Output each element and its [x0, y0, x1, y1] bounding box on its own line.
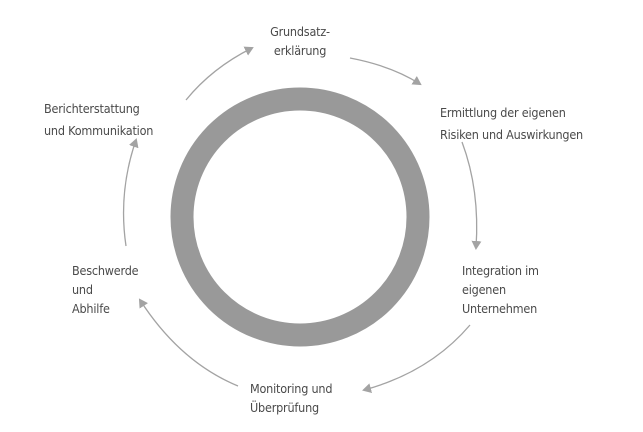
label-line: Integration im: [462, 263, 539, 278]
label-line: Berichterstattung: [44, 101, 140, 116]
label-line: und Kommunikation: [44, 123, 154, 138]
center-ring: [170, 87, 430, 347]
step-complaints: Beschwerde und Abhilfe: [72, 261, 139, 318]
label-line: und: [72, 282, 93, 297]
label-line: Grundsatz-: [270, 24, 330, 39]
label-line: Überprüfung: [250, 400, 319, 415]
label-line: eigenen: [462, 282, 506, 297]
step-integration: Integration im eigenen Unternehmen: [462, 261, 539, 318]
arrow-3: [461, 141, 482, 250]
step-monitoring: Monitoring und Überprüfung: [250, 379, 333, 417]
arrow-1: [185, 46, 254, 101]
label-line: Ermittlung der eigenen: [440, 105, 566, 120]
label-line: Beschwerde: [72, 263, 139, 278]
step-risk-analysis: Ermittlung der eigenen Risiken und Auswi…: [440, 102, 583, 146]
step-reporting: Berichterstattung und Kommunikation: [44, 98, 153, 142]
arrow-4: [362, 324, 471, 393]
arrow-6: [122, 138, 139, 247]
label-line: Unternehmen: [462, 301, 538, 316]
label-line: erklärung: [273, 43, 327, 58]
arrow-5: [138, 298, 239, 387]
arrow-2: [349, 57, 422, 86]
label-line: Monitoring und: [250, 381, 333, 396]
step-policy-statement: Grundsatz- erklärung: [255, 22, 345, 60]
label-line: Abhilfe: [72, 301, 110, 316]
label-line: Risiken und Auswirkungen: [440, 127, 583, 142]
